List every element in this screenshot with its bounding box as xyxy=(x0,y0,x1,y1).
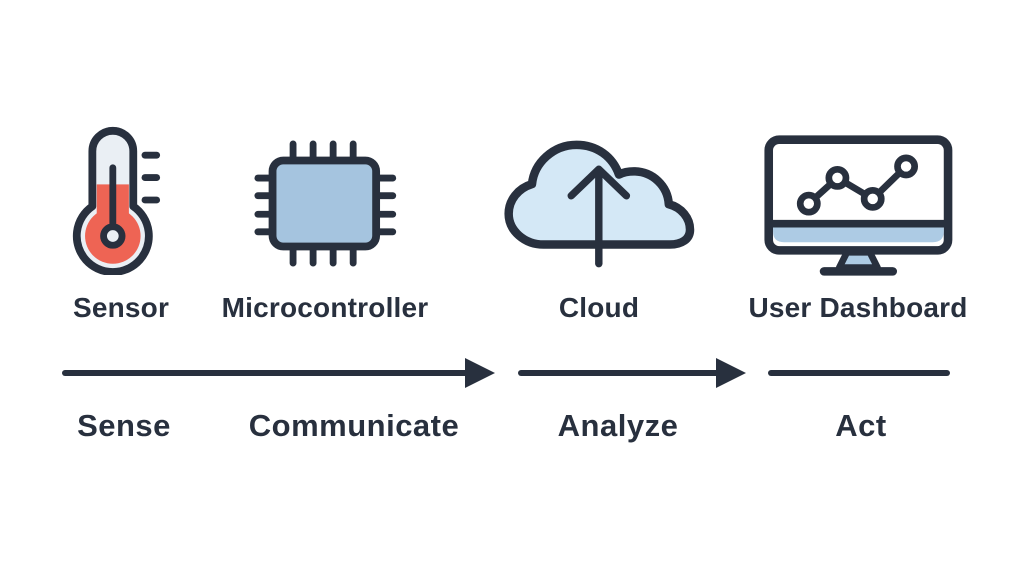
node-user-dashboard: User Dashboard xyxy=(718,118,998,324)
node-label-user-dashboard: User Dashboard xyxy=(748,292,968,323)
chip-icon xyxy=(254,140,396,267)
node-sensor: Sensor xyxy=(0,118,261,324)
node-microcontroller: Microcontroller xyxy=(185,118,465,324)
node-cloud: Cloud xyxy=(459,118,739,324)
flow-arrow-analyze xyxy=(518,358,746,388)
stage-label-sense: Sense xyxy=(77,408,171,443)
cloud-icon-slot xyxy=(459,118,739,282)
stage-label-act: Act xyxy=(835,408,887,443)
node-label-cloud: Cloud xyxy=(558,292,640,323)
sensor-icon-slot xyxy=(0,118,261,282)
cloud-upload-icon xyxy=(504,140,695,268)
node-label-microcontroller: Microcontroller xyxy=(221,292,429,323)
monitor-chart-icon xyxy=(764,135,952,276)
dashboard-icon-slot xyxy=(718,118,998,282)
stage-label-communicate: Communicate xyxy=(248,408,460,443)
microcontroller-icon-slot xyxy=(185,118,465,282)
stage-label-analyze: Analyze xyxy=(557,408,679,443)
node-label-sensor: Sensor xyxy=(72,292,170,323)
flow-arrow-sense-communicate xyxy=(62,358,495,388)
thermometer-icon xyxy=(73,126,161,275)
flow-line-act xyxy=(768,370,950,376)
